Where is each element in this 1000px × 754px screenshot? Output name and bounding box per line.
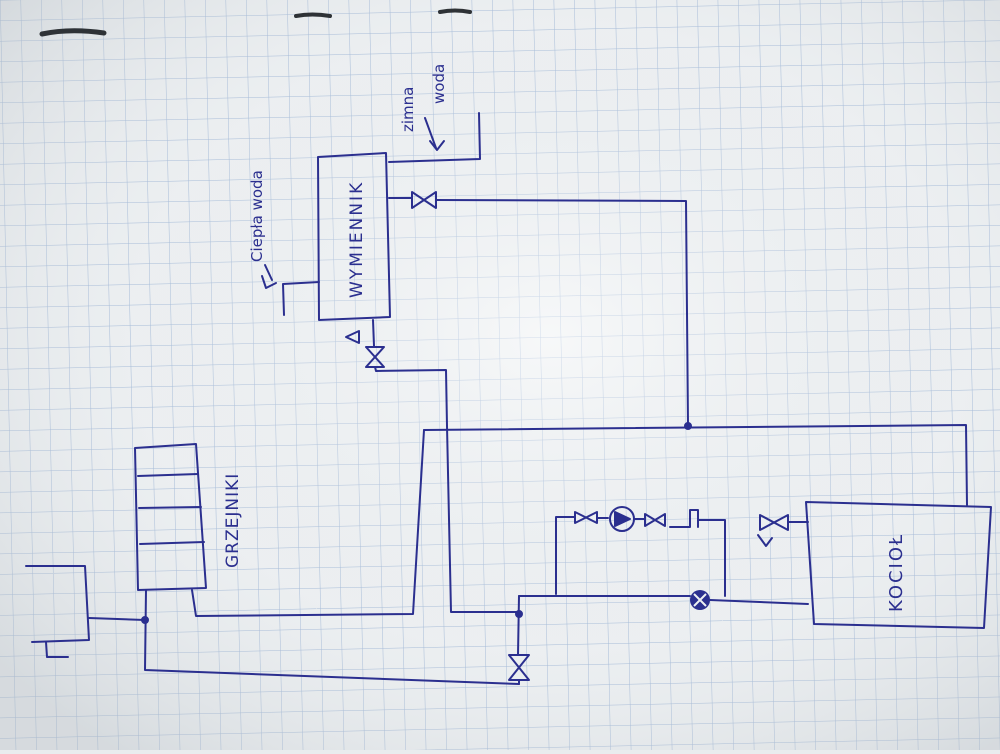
valve-return bbox=[508, 654, 530, 681]
cold-water-arrow-head bbox=[429, 140, 445, 151]
boiler-return-pipe bbox=[709, 599, 809, 605]
junction-dot bbox=[684, 422, 692, 430]
hot-water-outlet-pipe bbox=[282, 281, 320, 316]
valve-bypass-1 bbox=[574, 511, 598, 524]
pump-bypass-arrow bbox=[614, 511, 631, 527]
binding-hole bbox=[294, 12, 332, 18]
binding-hole bbox=[438, 8, 472, 14]
main-supply-header bbox=[423, 424, 968, 506]
bypass-left bbox=[555, 516, 576, 595]
heater-supply-pipe bbox=[191, 429, 425, 617]
valve-bypass-2 bbox=[644, 513, 666, 527]
valve-boiler-supply bbox=[759, 514, 789, 531]
exchanger-return-pipe bbox=[374, 366, 448, 427]
cold-water-label-2: woda bbox=[430, 64, 448, 104]
radiator-fin bbox=[137, 473, 199, 477]
cold-water-inlet-pipe bbox=[388, 112, 481, 163]
mixing-valve bbox=[669, 509, 699, 528]
cold-water-arrow bbox=[424, 117, 437, 149]
radiator-box bbox=[134, 443, 207, 591]
binding-hole bbox=[39, 28, 107, 37]
exchanger-box bbox=[317, 152, 391, 321]
radiator-fin bbox=[138, 506, 202, 509]
exchanger-supply-riser bbox=[435, 199, 689, 426]
heater-label: GRZEJNIKI bbox=[223, 473, 243, 568]
bypass-right bbox=[697, 519, 726, 597]
tank-drain bbox=[45, 641, 69, 658]
hot-water-label: Ciepła woda bbox=[248, 170, 266, 262]
pump-boiler-mark bbox=[693, 593, 707, 607]
radiator-fin bbox=[139, 541, 205, 545]
cold-water-label: zimna bbox=[399, 87, 417, 132]
tank-connection bbox=[88, 617, 146, 621]
boiler-box bbox=[805, 501, 992, 629]
junction-dot bbox=[515, 610, 523, 618]
expansion-tank bbox=[25, 565, 90, 643]
valve-exchanger-bottom bbox=[365, 346, 385, 368]
heater-return-pipe bbox=[446, 425, 520, 613]
ink-drawing bbox=[25, 112, 992, 685]
hot-water-arrow-head bbox=[261, 275, 277, 289]
exchanger-return-stub bbox=[372, 319, 375, 347]
check-valve-exchanger bbox=[345, 330, 360, 344]
boiler-label: KOCIOŁ bbox=[886, 533, 907, 612]
hot-water-arrow bbox=[264, 264, 273, 281]
exchanger-label: WYMIENNIK bbox=[347, 181, 367, 298]
junction-dot bbox=[141, 616, 149, 624]
valve-exchanger-top bbox=[411, 191, 437, 209]
return-vertical bbox=[517, 595, 520, 656]
valve-handle bbox=[757, 534, 773, 547]
labels: WYMIENNIK GRZEJNIKI KOCIOŁ Ciepła woda z… bbox=[223, 64, 907, 612]
